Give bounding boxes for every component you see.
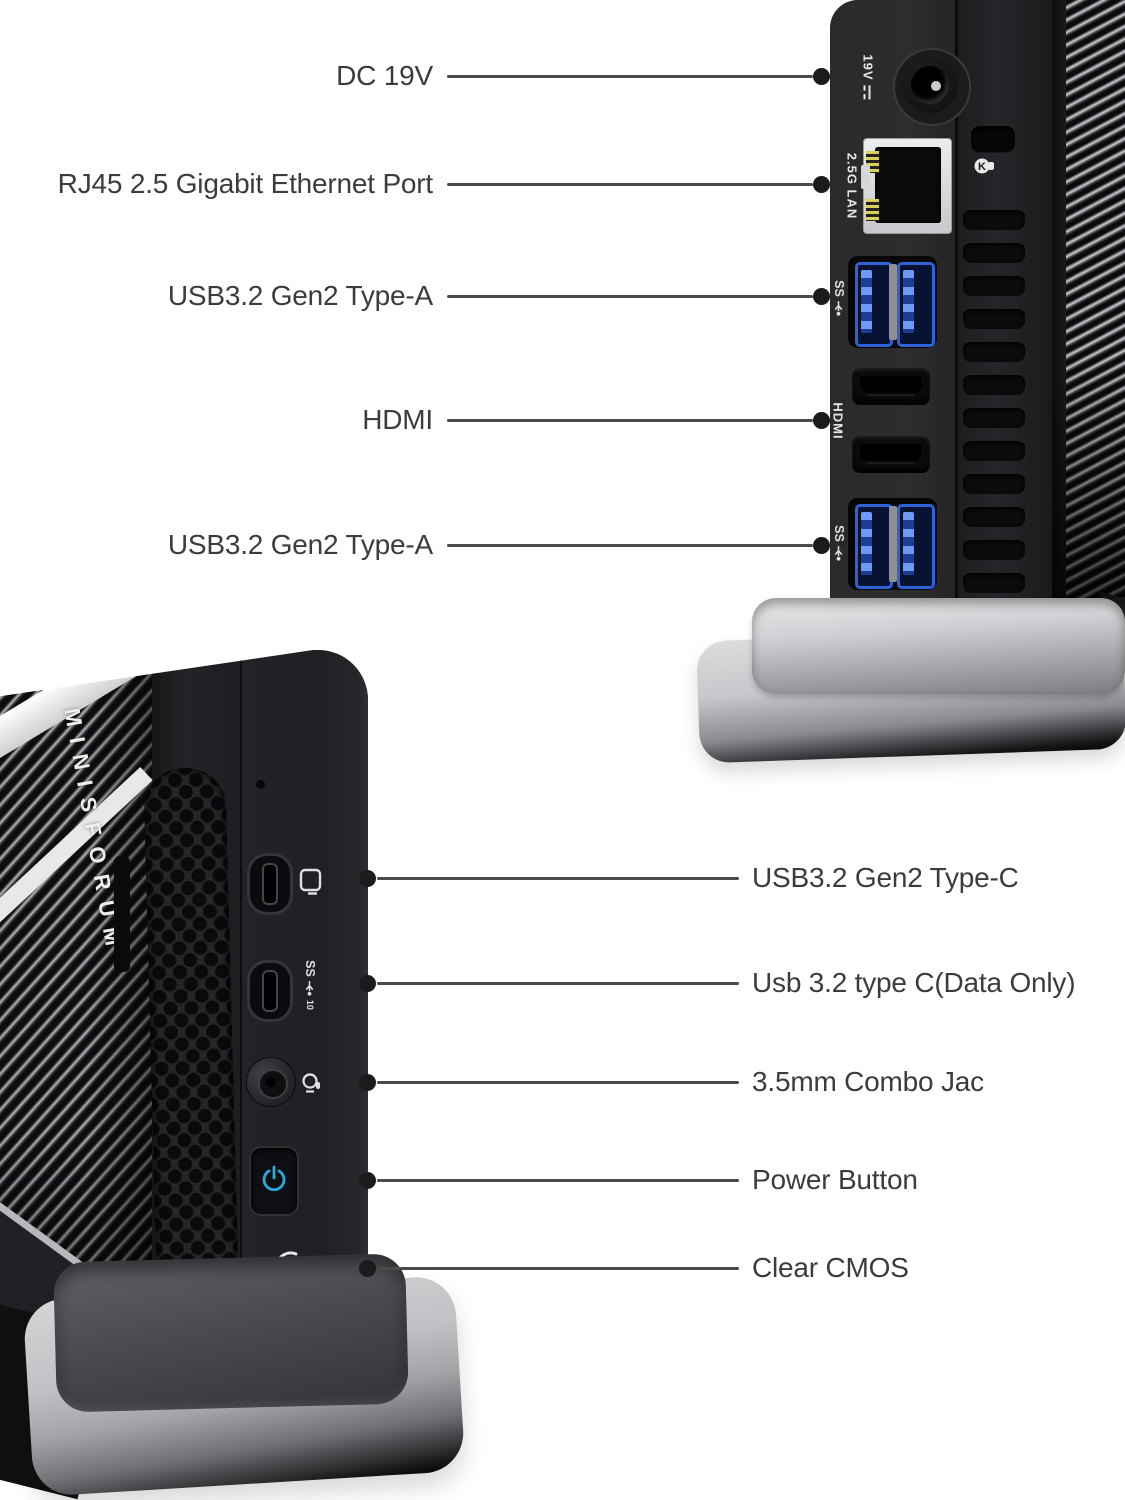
usb-ss10-icon: SS 10 <box>303 960 317 1010</box>
audio-jack-hole <box>266 1077 276 1087</box>
usb-ss-icon: SS <box>832 280 846 316</box>
leader-dot <box>813 176 830 193</box>
leader-dot <box>359 870 376 887</box>
usb-trident-icon <box>835 300 843 316</box>
usb-ss-icon: SS <box>832 525 846 561</box>
vent-louver <box>963 307 1025 329</box>
leader-line <box>447 75 813 78</box>
leader-dot <box>813 537 830 554</box>
power-icon <box>262 1165 286 1192</box>
hdmi-label: HDMI <box>830 402 846 440</box>
mini-pc-back-view: 19V 2.5G LAN SS HDMI <box>830 0 1125 648</box>
dc-jack-pin <box>931 81 941 91</box>
power-button <box>249 1146 299 1216</box>
hdmi-slot <box>859 444 923 464</box>
vent-louver <box>963 472 1025 494</box>
label-power-button: Power Button <box>752 1164 918 1195</box>
vent-louver <box>963 406 1025 428</box>
usb-a-port-pair-top <box>848 256 937 348</box>
usb-trident-icon <box>306 980 314 996</box>
leader-dot <box>813 412 830 429</box>
leader-line <box>447 295 813 298</box>
leader-dot <box>359 1074 376 1091</box>
usb-c-port-1 <box>247 853 293 915</box>
usb-a-tongue <box>861 270 872 333</box>
dc-symbol-icon <box>863 85 871 100</box>
hdmi-port-1 <box>852 368 930 405</box>
usb-a-port <box>855 262 893 347</box>
vent-louver <box>963 505 1025 527</box>
hex-vent-mesh <box>143 767 239 1289</box>
usb-a-port-pair-bottom <box>848 498 937 590</box>
vent-louver <box>963 571 1025 593</box>
leader-line <box>447 183 813 186</box>
ethernet-pins-bottom <box>866 199 879 221</box>
leader-line <box>447 544 813 547</box>
label-clear-cmos: Clear CMOS <box>752 1252 909 1283</box>
usb-a-tongue <box>903 270 914 333</box>
ethernet-port-opening <box>875 147 941 223</box>
usb-a-port <box>855 504 893 589</box>
leader-line <box>447 419 813 422</box>
leader-line <box>377 877 739 880</box>
usb-trident-icon <box>835 545 843 561</box>
leader-dot <box>359 1260 376 1277</box>
vent-louver <box>963 274 1025 296</box>
leader-dot <box>813 288 830 305</box>
dc-jack-hole <box>911 66 949 104</box>
ethernet-port <box>861 138 952 234</box>
vent-louver <box>963 241 1025 263</box>
edge-foot-bar <box>114 856 130 972</box>
leader-line <box>377 1267 739 1270</box>
stand-collar-top-device <box>752 598 1125 694</box>
kensington-lock-slot <box>971 126 1015 153</box>
leader-dot <box>359 1172 376 1189</box>
usb-a-port <box>897 262 935 347</box>
usb-c-slot <box>262 970 278 1012</box>
display-icon <box>299 868 322 895</box>
leader-line <box>377 1081 739 1084</box>
lan-label: 2.5G LAN <box>844 152 860 220</box>
leader-line <box>377 1179 739 1182</box>
hdmi-slot <box>859 376 923 396</box>
leader-dot <box>359 975 376 992</box>
usb-port-divider <box>889 506 897 582</box>
label-combo-jack: 3.5mm Combo Jac <box>752 1066 984 1097</box>
vent-louver <box>963 439 1025 461</box>
vent-louver <box>963 208 1025 230</box>
label-usb-a-bottom: USB3.2 Gen2 Type-A <box>167 529 433 560</box>
mini-pc-front-view: MINISFORUM SS 10 <box>0 650 368 1340</box>
label-usb-c: USB3.2 Gen2 Type-C <box>752 862 1019 893</box>
svg-text:K: K <box>978 161 986 173</box>
label-usb-a-top: USB3.2 Gen2 Type-A <box>167 280 433 311</box>
usb-a-tongue <box>903 512 914 575</box>
leader-dot <box>813 68 830 85</box>
leader-line <box>377 982 739 985</box>
mic-pinhole <box>256 780 265 789</box>
headset-mic-icon <box>302 1073 320 1093</box>
vent-louver <box>963 373 1025 395</box>
usb-a-port <box>897 504 935 589</box>
stand-collar-bottom-device <box>53 1253 409 1413</box>
ethernet-clip-slot <box>861 165 870 189</box>
vent-louver <box>963 538 1025 560</box>
usb-c-slot <box>262 863 278 905</box>
usb-port-divider <box>889 264 897 340</box>
kensington-lock-icon: K <box>974 158 994 174</box>
side-fins-shading <box>1052 0 1125 648</box>
usb-c-port-2 <box>247 960 293 1022</box>
usb-a-tongue <box>861 512 872 575</box>
label-ethernet: RJ45 2.5 Gigabit Ethernet Port <box>57 168 434 199</box>
dc-power-jack <box>893 48 971 126</box>
label-hdmi: HDMI <box>362 404 433 435</box>
dc-voltage-label: 19V <box>861 54 876 100</box>
label-usb-c-data: Usb 3.2 type C(Data Only) <box>752 967 1076 998</box>
combo-audio-jack <box>246 1057 296 1107</box>
label-dc-19v: DC 19V <box>336 60 433 91</box>
vent-louver <box>963 340 1025 362</box>
hdmi-port-2 <box>852 436 930 473</box>
